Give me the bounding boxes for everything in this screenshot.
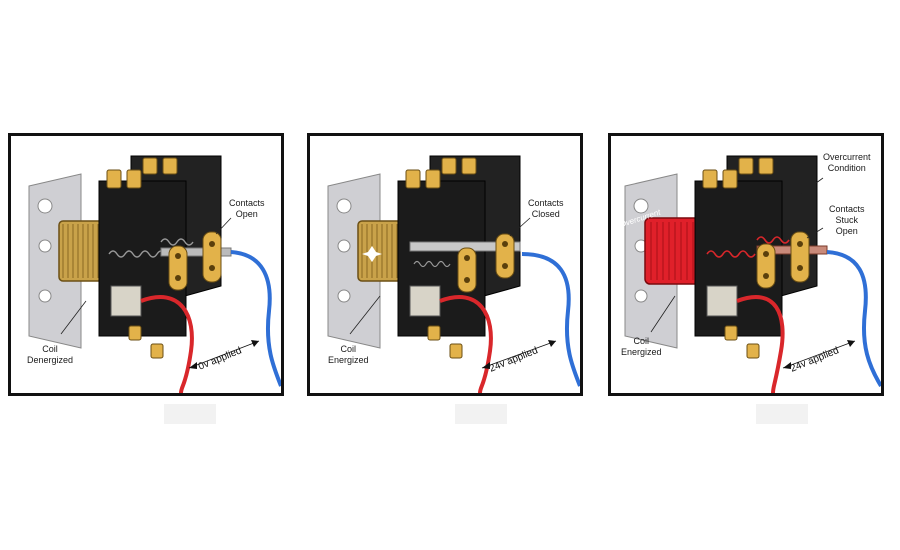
mounting-bracket	[28, 173, 82, 349]
bracket-hole	[336, 198, 352, 214]
terminal	[128, 325, 142, 341]
contact-bar	[168, 245, 188, 291]
terminal	[441, 157, 457, 175]
terminal-block	[110, 285, 142, 317]
terminal	[142, 157, 158, 175]
terminal	[702, 169, 718, 189]
spring	[160, 238, 194, 246]
terminal	[722, 169, 738, 189]
contact-bar	[756, 243, 776, 289]
red-wire	[140, 295, 194, 393]
contactor-illustration	[624, 155, 881, 393]
blue-wire	[521, 252, 580, 387]
terminal	[126, 169, 142, 189]
terminal	[758, 157, 774, 175]
applied-arrow	[188, 340, 260, 369]
bracket-hole	[37, 198, 53, 214]
terminal	[724, 325, 738, 341]
contact-bar	[457, 247, 477, 293]
terminal	[461, 157, 477, 175]
spring-hot	[706, 250, 756, 258]
bracket-hole	[337, 239, 351, 253]
contact-bar	[202, 231, 222, 283]
terminal	[162, 157, 178, 175]
contact-bar	[790, 231, 810, 283]
bracket-hole	[38, 239, 52, 253]
terminal	[738, 157, 754, 175]
red-wire	[439, 295, 493, 393]
caption-placeholder	[756, 404, 808, 424]
blue-wire	[230, 250, 281, 387]
terminal	[106, 169, 122, 189]
terminal	[427, 325, 441, 341]
caption-placeholder	[164, 404, 216, 424]
terminal	[425, 169, 441, 189]
terminal	[150, 343, 164, 359]
applied-arrow	[481, 340, 557, 369]
terminal-block	[409, 285, 441, 317]
contact-bar	[495, 233, 515, 279]
spark-icon	[362, 246, 382, 262]
bracket-hole	[633, 198, 649, 214]
terminal	[746, 343, 760, 359]
terminal-block	[706, 285, 738, 317]
terminal	[449, 343, 463, 359]
bracket-hole	[337, 289, 351, 303]
caption-placeholder	[455, 404, 507, 424]
bracket-hole	[634, 289, 648, 303]
blue-wire	[826, 250, 881, 388]
spring	[413, 260, 451, 268]
mounting-bracket	[327, 173, 381, 349]
red-wire	[736, 295, 785, 393]
contactor-illustration	[327, 155, 580, 393]
bracket-hole	[38, 289, 52, 303]
terminal	[405, 169, 421, 189]
spring	[108, 250, 166, 258]
contactor-illustration	[28, 155, 281, 393]
spring-hot	[756, 236, 790, 244]
applied-arrow	[782, 340, 856, 369]
